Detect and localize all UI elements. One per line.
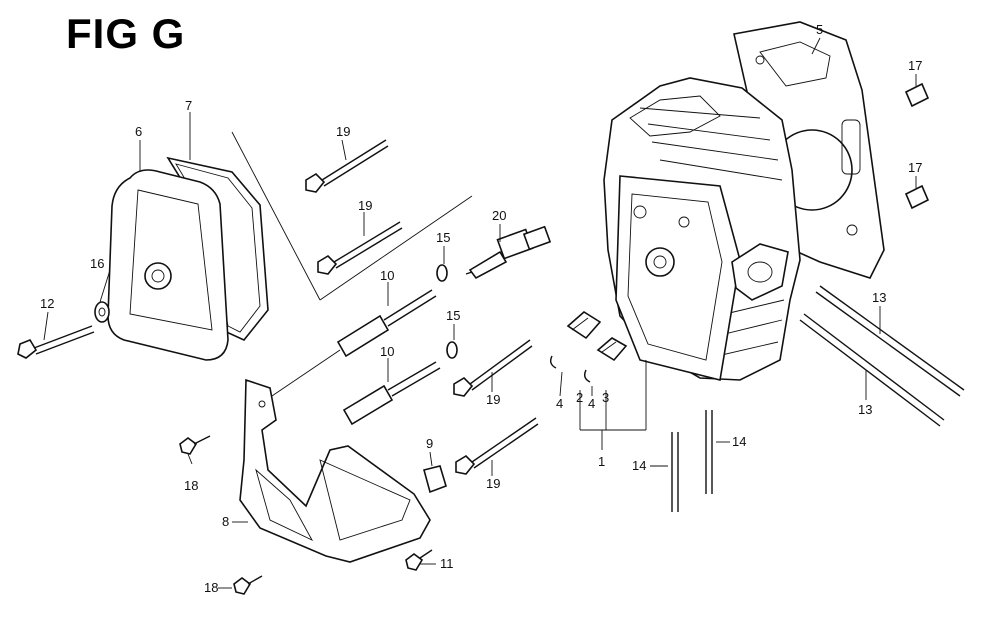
callout-2: 2 (576, 390, 583, 405)
callout-1: 1 (598, 454, 605, 469)
callout-8: 8 (222, 514, 229, 529)
dowel-pin-17-upper (904, 82, 930, 108)
bolt-19-upper (305, 139, 389, 193)
callout-4-b: 4 (588, 396, 595, 411)
callout-19-a: 19 (336, 124, 350, 139)
callout-15-a: 15 (436, 230, 450, 245)
callout-4-a: 4 (556, 396, 563, 411)
bolt-19-middle (317, 221, 403, 275)
stud-14-left (671, 432, 679, 512)
callout-3: 3 (602, 390, 609, 405)
callout-9: 9 (426, 436, 433, 451)
callout-17-a: 17 (908, 58, 922, 73)
stud-10-upper (336, 289, 437, 358)
push-rod-13-upper (815, 285, 965, 397)
callout-18-a: 18 (184, 478, 198, 493)
bracket-8 (239, 378, 431, 563)
stud-10-lower (342, 361, 441, 426)
callout-14-a: 14 (632, 458, 646, 473)
head-cover (107, 169, 229, 361)
spark-plug (465, 225, 552, 280)
callout-10-a: 10 (380, 268, 394, 283)
group-divider-line (231, 131, 321, 301)
cylinder-head (603, 77, 801, 381)
bolt-19-lower-b (455, 417, 539, 475)
callout-18-b: 18 (204, 580, 218, 595)
callout-7: 7 (185, 98, 192, 113)
valve-guide-3 (596, 337, 628, 362)
callout-13-a: 13 (872, 290, 886, 305)
callout-15-b: 15 (446, 308, 460, 323)
callout-5: 5 (816, 22, 823, 37)
bolt-18-lower (233, 575, 263, 595)
callout-16: 16 (90, 256, 104, 271)
flange-bolt-12 (17, 325, 95, 359)
callout-17-b: 17 (908, 160, 922, 175)
bolt-11 (405, 549, 433, 571)
stud-14-right (705, 410, 713, 494)
washer-15-lower (446, 341, 458, 359)
clip-9 (423, 465, 447, 494)
callout-6: 6 (135, 124, 142, 139)
callout-14-b: 14 (732, 434, 746, 449)
clip-4-left (549, 355, 557, 369)
callout-20: 20 (492, 208, 506, 223)
valve-guide-2 (566, 311, 602, 340)
bolt-18-upper (179, 435, 211, 455)
leader-line (265, 349, 341, 401)
washer-15-upper (436, 264, 448, 282)
group-divider-line (319, 195, 473, 301)
bolt-19-lower-a (453, 339, 533, 397)
callout-12: 12 (40, 296, 54, 311)
callout-10-b: 10 (380, 344, 394, 359)
callout-13-b: 13 (858, 402, 872, 417)
washer-16 (94, 301, 110, 323)
dowel-pin-17-lower (904, 184, 930, 210)
push-rod-13-lower (799, 313, 945, 427)
figure-title: FIG G (66, 10, 186, 57)
callout-19-b: 19 (358, 198, 372, 213)
callout-labels: 7 6 16 12 19 19 10 10 15 15 20 19 19 9 1… (40, 22, 922, 595)
callout-19-d: 19 (486, 476, 500, 491)
leader-lines (43, 37, 917, 589)
clip-4-right (583, 369, 591, 383)
callout-11: 11 (440, 556, 454, 571)
callout-19-c: 19 (486, 392, 500, 407)
